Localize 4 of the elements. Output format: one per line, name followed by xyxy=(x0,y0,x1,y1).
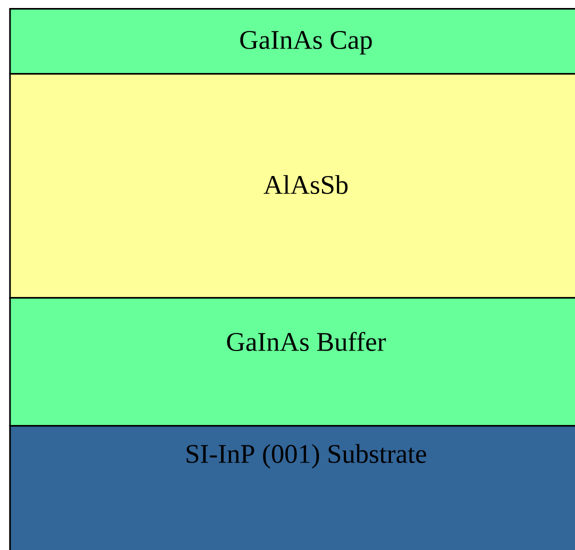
barrier-layer: AlAsSb xyxy=(9,73,575,299)
substrate-layer: SI-InP (001) Substrate xyxy=(9,424,575,550)
cap-layer: GaInAs Cap xyxy=(9,8,575,75)
buffer-layer: GaInAs Buffer xyxy=(9,296,575,427)
